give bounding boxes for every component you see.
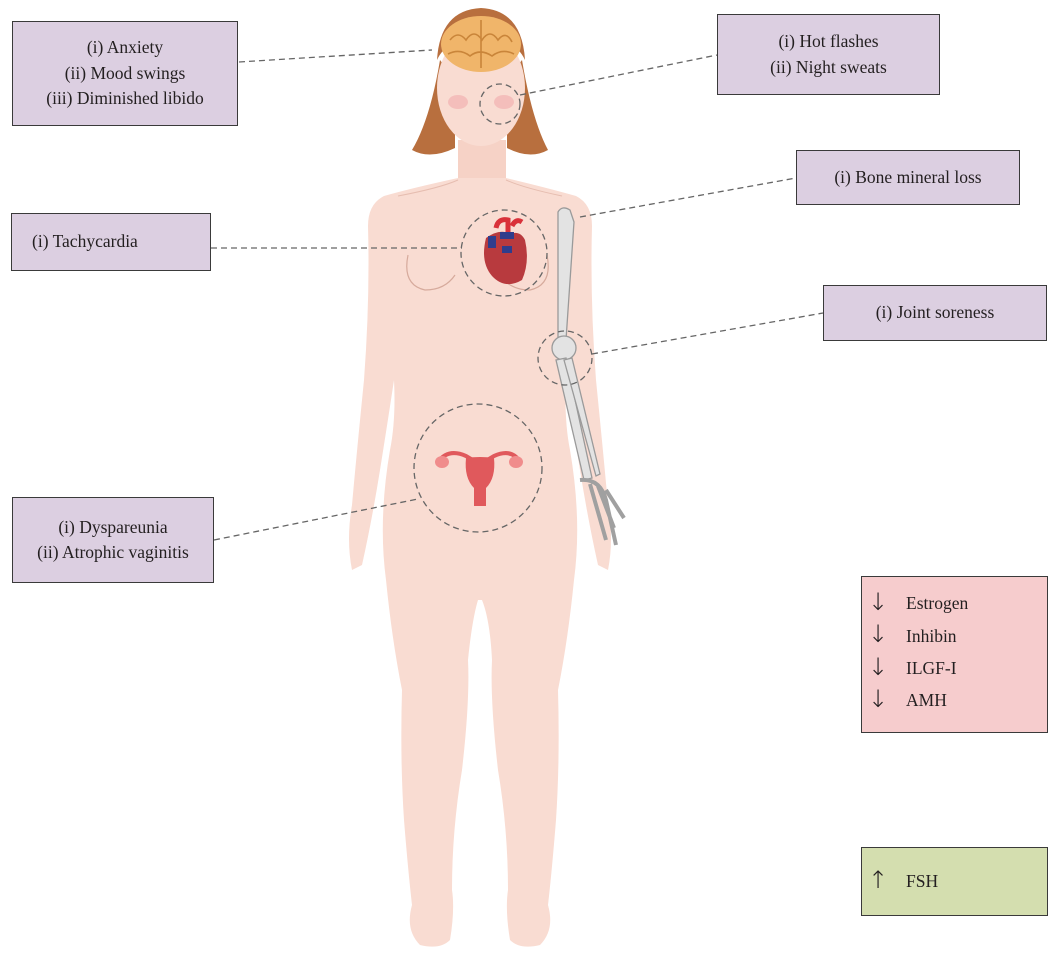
cheek-left: [448, 95, 468, 109]
hormone-ilgf-i: ILGF-I: [906, 656, 957, 681]
down-arrow-icon: ↓: [868, 590, 888, 614]
symptom-mood-swings: (ii) Mood swings: [65, 61, 186, 86]
brain-symptoms-box: (i) Anxiety (ii) Mood swings (iii) Dimin…: [12, 21, 238, 126]
leader-bone: [580, 178, 796, 217]
decreased-hormones-box: ↓ Estrogen ↓ Inhibin ↓ ILGF-I ↓ AMH: [861, 576, 1048, 733]
leader-joint: [592, 313, 823, 354]
symptom-diminished-libido: (iii) Diminished libido: [46, 86, 204, 111]
joint-symptoms-box: (i) Joint soreness: [823, 285, 1047, 341]
hormone-row-ilgf-i: ↓ ILGF-I: [906, 658, 1047, 680]
hormone-fsh: FSH: [906, 869, 938, 894]
symptom-joint-soreness: (i) Joint soreness: [876, 300, 995, 325]
hormone-row-inhibin: ↓ Inhibin: [906, 625, 1047, 647]
down-arrow-icon: ↓: [868, 655, 888, 679]
bone-symptoms-box: (i) Bone mineral loss: [796, 150, 1020, 205]
skin-symptoms-box: (i) Hot flashes (ii) Night sweats: [717, 14, 940, 95]
leader-skin: [520, 55, 717, 95]
hormone-row-fsh: ↑ FSH: [906, 871, 1047, 893]
symptom-tachycardia: (i) Tachycardia: [32, 229, 138, 254]
up-arrow-icon: ↑: [868, 868, 888, 892]
symptom-hot-flashes: (i) Hot flashes: [778, 29, 878, 54]
torso-and-legs: [349, 178, 611, 947]
heart-symptoms-box: (i) Tachycardia: [11, 213, 211, 271]
cheek-right: [494, 95, 514, 109]
symptom-anxiety: (i) Anxiety: [87, 35, 163, 60]
hormone-row-amh: ↓ AMH: [906, 690, 1047, 712]
increased-hormones-box: ↑ FSH: [861, 847, 1048, 916]
hormone-row-estrogen: ↓ Estrogen: [906, 593, 1047, 615]
symptom-dyspareunia: (i) Dyspareunia: [58, 515, 167, 540]
down-arrow-icon: ↓: [868, 687, 888, 711]
symptom-night-sweats: (ii) Night sweats: [770, 55, 887, 80]
down-arrow-icon: ↓: [868, 622, 888, 646]
uterus-symptoms-box: (i) Dyspareunia (ii) Atrophic vaginitis: [12, 497, 214, 583]
hormone-amh: AMH: [906, 688, 947, 713]
hormone-estrogen: Estrogen: [906, 591, 968, 616]
symptom-atrophic-vaginitis: (ii) Atrophic vaginitis: [37, 540, 189, 565]
leader-brain: [239, 50, 432, 62]
symptom-bone-mineral-loss: (i) Bone mineral loss: [834, 165, 981, 190]
hormone-inhibin: Inhibin: [906, 624, 957, 649]
